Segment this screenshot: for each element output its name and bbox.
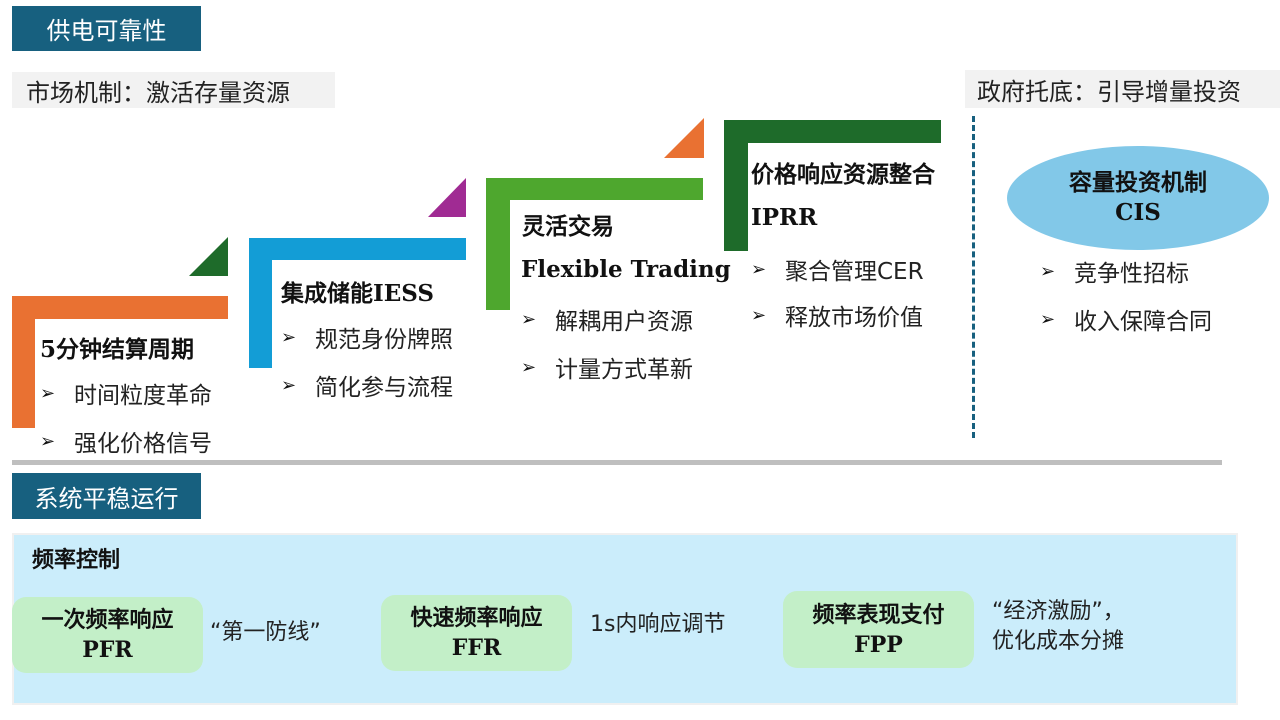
arrow-right-icon: ➢	[40, 430, 56, 452]
arrow-right-icon: ➢	[1040, 308, 1056, 330]
arrow-right-icon: ➢	[281, 374, 297, 396]
step-2-bullet: ➢规范身份牌照	[281, 326, 453, 354]
step-4-title: 价格响应资源整合	[751, 161, 935, 188]
arrow-right-icon: ➢	[281, 326, 297, 348]
ffr-name: 快速频率响应	[410, 605, 543, 631]
step-4-bullet: ➢释放市场价值	[751, 304, 923, 332]
step-3-accent-triangle	[664, 118, 704, 158]
step-1-title: 5分钟结算周期	[40, 336, 195, 363]
subhead-market-mechanism: 市场机制：激活存量资源	[12, 72, 335, 108]
arrow-right-icon: ➢	[1040, 260, 1056, 282]
fpp-note-line-2: 优化成本分摊	[992, 629, 1125, 654]
ffr-note: 1s内响应调节	[590, 612, 726, 637]
step-1-top-bar	[12, 296, 228, 319]
step-2-side-bar	[249, 238, 272, 368]
step-4-bullet: ➢聚合管理CER	[751, 258, 924, 286]
step-1-side-bar	[12, 296, 35, 428]
step-4-side-bar	[724, 120, 748, 251]
fpp-note-line-1: “经济激励”，	[992, 599, 1125, 624]
ffr-pill: 快速频率响应 FFR	[381, 595, 572, 671]
capacity-bullet: ➢竞争性招标	[1040, 260, 1189, 288]
step-2-accent-triangle	[428, 178, 466, 217]
fpp-name: 频率表现支付	[812, 601, 945, 628]
step-3-title: 灵活交易	[522, 213, 614, 240]
step-3-bullet: ➢解耦用户资源	[521, 308, 693, 336]
arrow-right-icon: ➢	[751, 258, 767, 280]
subhead-government-backstop: 政府托底：引导增量投资	[965, 70, 1280, 108]
step-2-title: 集成储能IESS	[281, 280, 435, 307]
pfr-note: “第一防线”	[210, 620, 321, 645]
pfr-abbr: PFR	[82, 637, 133, 663]
step-2-top-bar	[249, 238, 466, 260]
section-tag-supply-reliability: 供电可靠性	[12, 6, 201, 51]
pfr-pill: 一次频率响应 PFR	[12, 597, 203, 673]
frequency-control-title: 频率控制	[32, 547, 121, 573]
pfr-name: 一次频率响应	[41, 607, 174, 633]
section-divider	[12, 460, 1222, 465]
fpp-abbr: FPP	[854, 631, 903, 658]
ffr-abbr: FFR	[451, 635, 502, 661]
arrow-right-icon: ➢	[521, 356, 537, 378]
step-3-side-bar	[486, 178, 510, 310]
step-4-subtitle: IPRR	[751, 204, 818, 231]
capacity-title: 容量投资机制	[1069, 169, 1207, 196]
arrow-right-icon: ➢	[521, 308, 537, 330]
step-3-bullet: ➢计量方式革新	[521, 356, 693, 384]
capacity-bullet: ➢收入保障合同	[1040, 308, 1212, 336]
arrow-right-icon: ➢	[751, 304, 767, 326]
arrow-right-icon: ➢	[40, 382, 56, 404]
fpp-pill: 频率表现支付 FPP	[783, 591, 974, 668]
dashed-separator	[972, 116, 975, 438]
capacity-investment-ellipse: 容量投资机制 CIS	[1007, 146, 1269, 250]
section-tag-system-stability: 系统平稳运行	[12, 473, 201, 519]
step-2-bullet: ➢简化参与流程	[281, 374, 453, 402]
step-3-top-bar	[486, 178, 703, 200]
step-1-bullet: ➢时间粒度革命	[40, 382, 212, 410]
step-3-subtitle: Flexible Trading	[521, 256, 731, 283]
step-1-accent-triangle	[189, 237, 228, 276]
step-4-top-bar	[724, 120, 941, 143]
capacity-subtitle: CIS	[1115, 199, 1161, 226]
frequency-control-panel	[12, 533, 1238, 705]
step-1-bullet: ➢强化价格信号	[40, 430, 212, 458]
